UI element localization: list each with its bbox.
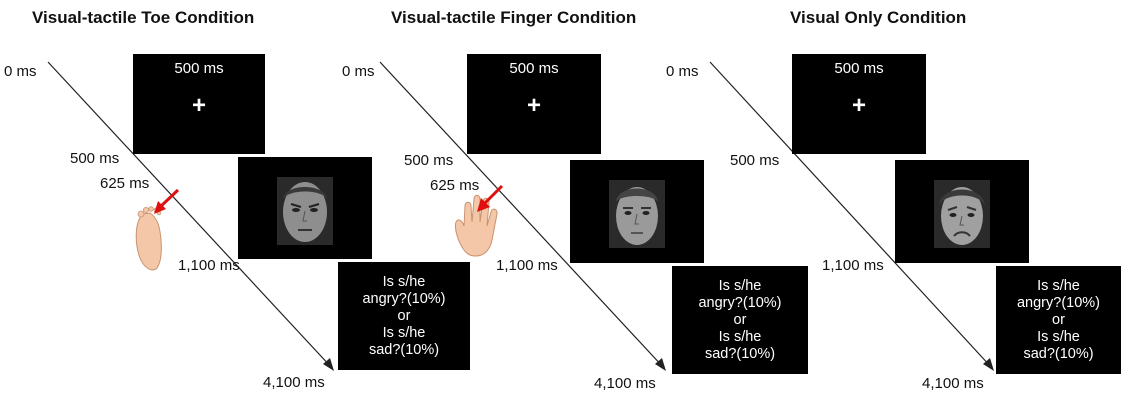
question-line: Is s/he <box>382 273 426 290</box>
time-4100ms: 4,100 ms <box>594 375 656 392</box>
time-1100ms: 1,100 ms <box>178 257 240 274</box>
panel-title: Visual-tactile Finger Condition <box>391 8 637 27</box>
question-line: Is s/he <box>718 328 762 345</box>
timeline-graphics <box>47 61 334 371</box>
red-arrow-icon <box>154 188 180 214</box>
question-line: or <box>397 307 411 324</box>
fixation-cross: + <box>526 92 541 119</box>
fixation-screen: 500 ms + <box>792 54 926 154</box>
timeline-line <box>379 61 665 369</box>
timeline-arrowhead <box>983 358 994 371</box>
question-line: angry?(10%) <box>362 290 446 307</box>
question-screen: Is s/he angry?(10%) or Is s/he sad?(10%) <box>996 266 1121 374</box>
question-line: Is s/he <box>1037 328 1080 345</box>
time-0ms: 0 ms <box>342 63 375 80</box>
panel-title: Visual-tactile Toe Condition <box>32 8 255 27</box>
question-line: Is s/he <box>1037 277 1080 294</box>
time-1100ms: 1,100 ms <box>822 257 884 274</box>
question-line: Is s/he <box>382 324 426 341</box>
time-500ms: 500 ms <box>730 152 780 169</box>
time-625ms: 625 ms <box>430 177 480 194</box>
timeline-arrowhead <box>655 358 666 371</box>
face-image <box>609 180 665 248</box>
panel-finger: Visual-tactile Finger Condition 0 ms 500… <box>334 0 808 397</box>
question-line: sad?(10%) <box>1023 345 1094 362</box>
question-line: sad?(10%) <box>368 341 440 358</box>
question-line: angry?(10%) <box>698 294 782 311</box>
fixation-cross: + <box>851 92 866 119</box>
time-0ms: 0 ms <box>4 63 37 80</box>
question-line: or <box>1052 311 1065 328</box>
question-line: sad?(10%) <box>704 345 776 362</box>
time-625ms: 625 ms <box>100 175 150 192</box>
time-500ms: 500 ms <box>404 152 454 169</box>
face-image <box>277 177 333 245</box>
time-500ms: 500 ms <box>70 150 120 167</box>
fixation-screen: 500 ms + <box>467 54 601 154</box>
timeline-graphics <box>709 61 994 371</box>
fixation-cross: + <box>191 92 206 119</box>
face-screen <box>895 160 1029 263</box>
timeline-arrowhead <box>323 358 334 371</box>
fixation-duration-label: 500 ms <box>509 60 559 77</box>
fixation-duration-label: 500 ms <box>834 60 884 77</box>
face-screen <box>238 157 372 259</box>
panel-title: Visual Only Condition <box>790 8 967 27</box>
panel-toe: Visual-tactile Toe Condition 0 ms 500 ms… <box>0 0 470 397</box>
time-4100ms: 4,100 ms <box>922 375 984 392</box>
time-4100ms: 4,100 ms <box>263 374 325 391</box>
fixation-screen: 500 ms + <box>133 54 265 154</box>
question-line: or <box>733 311 747 328</box>
hand-icon <box>455 194 498 257</box>
red-arrow-icon <box>477 184 504 212</box>
panel-visual-only: Visual Only Condition 0 ms 500 ms 1,100 … <box>664 0 1121 397</box>
timeline-line <box>709 61 993 369</box>
face-screen <box>570 160 704 263</box>
timeline-line <box>47 61 333 369</box>
question-screen: Is s/he angry?(10%) or Is s/he sad?(10%) <box>338 262 470 370</box>
time-1100ms: 1,100 ms <box>496 257 558 274</box>
question-line: Is s/he <box>718 277 762 294</box>
face-image <box>934 180 990 248</box>
question-line: angry?(10%) <box>1016 294 1100 311</box>
fixation-duration-label: 500 ms <box>174 60 224 77</box>
question-screen: Is s/he angry?(10%) or Is s/he sad?(10%) <box>672 266 808 374</box>
time-0ms: 0 ms <box>666 63 699 80</box>
timeline-graphics <box>379 61 666 371</box>
foot-icon <box>135 206 162 271</box>
